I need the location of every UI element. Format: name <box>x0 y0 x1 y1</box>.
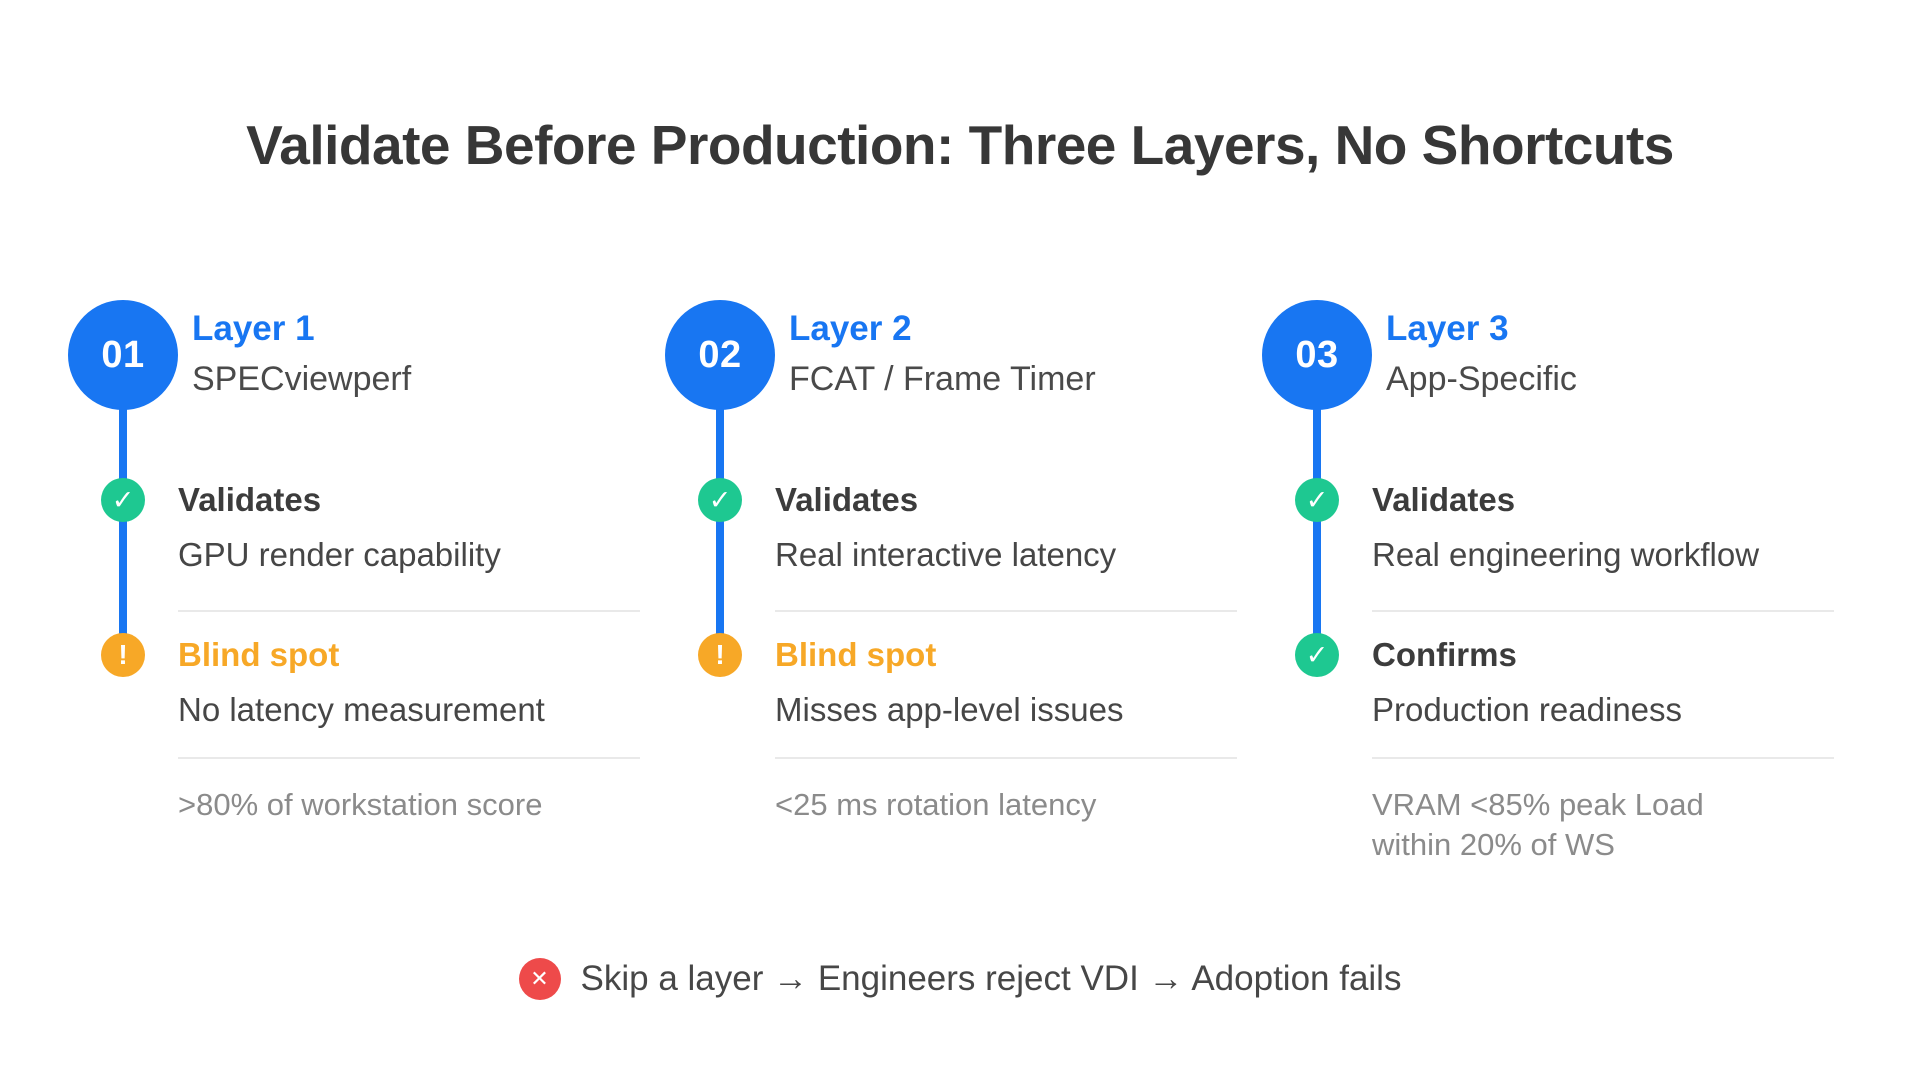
layer-column-2: 02 Layer 2 FCAT / Frame Timer ✓ Validate… <box>665 300 1237 920</box>
section-description: Real interactive latency <box>775 535 1117 573</box>
layer-column-1: 01 Layer 1 SPECviewperf ✓ Validates GPU … <box>68 300 640 920</box>
check-icon: ✓ <box>101 478 145 522</box>
layer-subtitle: App-Specific <box>1386 360 1577 398</box>
divider <box>775 610 1237 612</box>
section-body: Confirms Production readiness <box>1372 635 1834 729</box>
footer-warning: ✕ Skip a layer → Engineers reject VDI → … <box>0 958 1920 1000</box>
section-body: Validates GPU render capability <box>178 480 640 574</box>
warning-icon: ! <box>698 633 742 677</box>
divider <box>1372 757 1834 759</box>
layer-label: Layer 3 <box>1386 309 1509 348</box>
check-icon: ✓ <box>1295 633 1339 677</box>
step-number-badge: 02 <box>665 300 775 410</box>
page-title: Validate Before Production: Three Layers… <box>246 114 1674 176</box>
check-icon: ✓ <box>1295 478 1339 522</box>
layer-subtitle: FCAT / Frame Timer <box>789 360 1096 398</box>
section-body: Validates Real engineering workflow <box>1372 480 1834 574</box>
section-title: Confirms <box>1372 636 1517 673</box>
layer-header: Layer 3 App-Specific <box>1386 308 1577 400</box>
section-description: GPU render capability <box>178 535 501 573</box>
divider <box>178 610 640 612</box>
section-title: Blind spot <box>178 636 340 673</box>
divider <box>1372 610 1834 612</box>
metric-text: VRAM <85% peak Load within 20% of WS <box>1372 785 1842 865</box>
metric-line: within 20% of WS <box>1372 827 1615 862</box>
divider <box>178 757 640 759</box>
layer-label: Layer 2 <box>789 309 912 348</box>
section-description: Real engineering workflow <box>1372 535 1760 573</box>
layer-header: Layer 2 FCAT / Frame Timer <box>789 308 1096 400</box>
section-title: Validates <box>178 481 322 518</box>
divider <box>775 757 1237 759</box>
step-number-badge: 01 <box>68 300 178 410</box>
step-number: 01 <box>101 333 145 376</box>
section-description: No latency measurement <box>178 690 545 728</box>
step-number: 03 <box>1295 333 1339 376</box>
layer-column-3: 03 Layer 3 App-Specific ✓ Validates Real… <box>1262 300 1834 920</box>
warning-icon: ! <box>101 633 145 677</box>
step-number-badge: 03 <box>1262 300 1372 410</box>
fail-circle-icon: ✕ <box>518 958 561 1000</box>
section-body: Blind spot No latency measurement <box>178 635 640 729</box>
metric-line: VRAM <85% peak Load <box>1372 787 1704 822</box>
metric-text: >80% of workstation score <box>178 785 648 825</box>
section-body: Blind spot Misses app-level issues <box>775 635 1237 729</box>
layer-label: Layer 1 <box>192 309 315 348</box>
check-icon: ✓ <box>698 478 742 522</box>
metric-text: <25 ms rotation latency <box>775 785 1245 825</box>
footer-text: Skip a layer → Engineers reject VDI → Ad… <box>580 959 1402 998</box>
section-description: Production readiness <box>1372 690 1683 728</box>
section-title: Validates <box>1372 481 1516 518</box>
section-title: Blind spot <box>775 636 937 673</box>
layer-header: Layer 1 SPECviewperf <box>192 308 411 400</box>
section-description: Misses app-level issues <box>775 690 1124 728</box>
layer-subtitle: SPECviewperf <box>192 360 412 398</box>
metric-line: <25 ms rotation latency <box>775 787 1097 822</box>
metric-line: >80% of workstation score <box>178 787 543 822</box>
step-number: 02 <box>698 333 742 376</box>
section-body: Validates Real interactive latency <box>775 480 1237 574</box>
section-title: Validates <box>775 481 919 518</box>
